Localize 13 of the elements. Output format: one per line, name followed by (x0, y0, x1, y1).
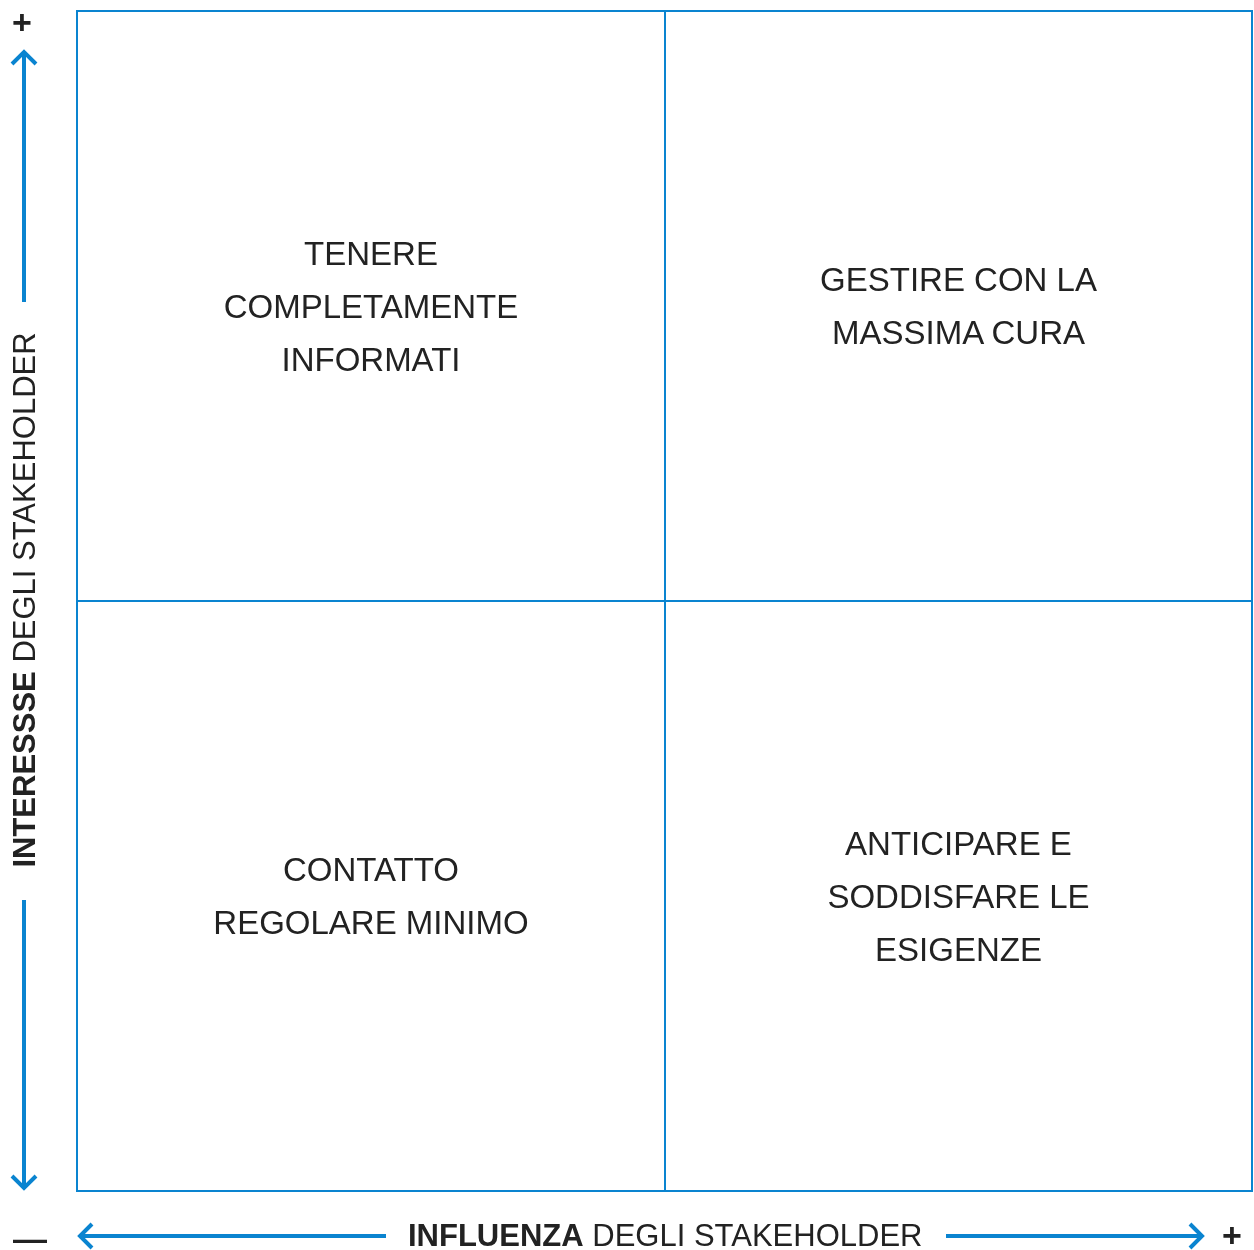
minus-sign: — (13, 1220, 47, 1250)
plus-sign: + (12, 4, 32, 40)
quadrant-box (76, 600, 666, 1192)
plus-sign: + (1222, 1217, 1242, 1250)
quadrant-text: GESTIRE CON LA MASSIMA CURA (819, 260, 1098, 353)
quadrant-box (76, 10, 666, 602)
quadrant-text: ANTICIPARE E SODDISFARE LE ESIGENZE (826, 823, 1091, 970)
quadrant-text: TENERE COMPLETAMENTE INFORMATI (222, 233, 520, 380)
quadrant-box (664, 600, 1253, 1192)
quadrant-box (664, 10, 1253, 602)
axis-title: INFLUENZA DEGLI STAKEHOLDER (408, 1218, 923, 1250)
quadrant-text: CONTATTO REGOLARE MINIMO (212, 850, 530, 943)
axis-title: INTERESSSE DEGLI STAKEHOLDER (6, 332, 43, 868)
